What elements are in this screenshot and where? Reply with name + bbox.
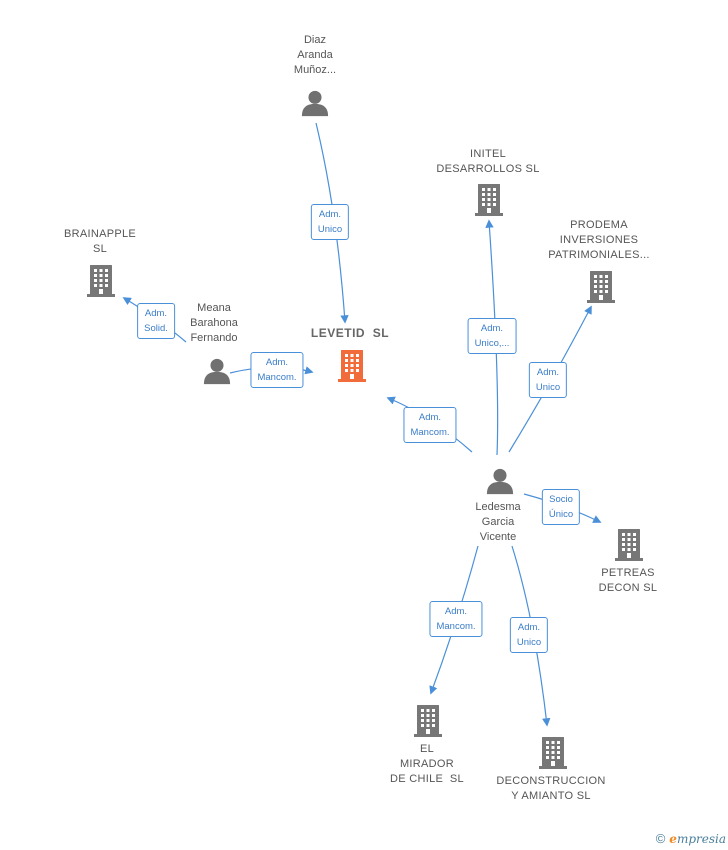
brainapple-name-line-1: BRAINAPPLE — [63, 228, 137, 240]
prodema-name-line-3: PATRIMONIALES... — [548, 249, 650, 261]
node-label-initel[interactable]: INITEL DESARROLLOS SL — [436, 147, 539, 177]
relation-line-2: Mancom. — [410, 427, 450, 438]
diaz-name-line-2: Aranda — [297, 49, 333, 61]
mirador-name-line-2: MIRADOR — [399, 758, 455, 770]
relation-line-1: Adm. — [444, 606, 468, 617]
relation-line-2: Solid. — [144, 323, 168, 334]
mirador-name-line-3: DE CHILE SL — [390, 773, 464, 785]
node-label-levetid[interactable]: LEVETID SL — [311, 326, 389, 341]
relation-line-2: Unico — [317, 224, 343, 235]
relation-line-1: Adm. — [265, 357, 289, 368]
brand-logo: empresia — [669, 832, 726, 846]
relation-line-1: Adm. — [318, 209, 342, 220]
meana-name-line-1: Meana — [197, 302, 231, 314]
relation-line-1: Adm. — [144, 308, 168, 319]
brainapple-name-line-2: SL — [92, 243, 108, 255]
node-label-mirador[interactable]: EL MIRADOR DE CHILE SL — [390, 742, 464, 787]
relation-line-2: Unico — [516, 637, 542, 648]
node-label-prodema[interactable]: PRODEMA INVERSIONES PATRIMONIALES... — [548, 218, 650, 263]
deconstruccion-name-line-2: Y AMIANTO SL — [511, 790, 591, 802]
levetid-name-line-1: LEVETID SL — [310, 326, 390, 340]
ledesma-person-icon[interactable] — [486, 468, 514, 495]
relation-line-1: Adm. — [480, 323, 504, 334]
relation-line-2: Mancom. — [257, 372, 297, 383]
relation-line-2: Mancom. — [436, 621, 476, 632]
levetid-building-icon[interactable] — [338, 350, 366, 382]
relation-line-2: Unico — [535, 382, 561, 393]
edge-ledesma-initel — [485, 219, 499, 456]
relation-ledesma-mirador[interactable]: Adm. Mancom. — [429, 601, 483, 637]
meana-name-line-2: Barahona — [190, 317, 238, 329]
relation-meana-levetid[interactable]: Adm. Mancom. — [250, 352, 304, 388]
relation-ledesma-initel[interactable]: Adm. Unico,... — [467, 318, 517, 354]
meana-person-icon[interactable] — [203, 358, 231, 385]
relation-line-2: Único — [548, 509, 574, 520]
prodema-name-line-2: INVERSIONES — [559, 234, 639, 246]
footer-brand[interactable]: © empresia — [656, 831, 726, 846]
mirador-building-icon[interactable] — [414, 705, 442, 737]
initel-name-line-1: INITEL — [469, 148, 507, 160]
petreas-name-line-2: DECON SL — [598, 582, 658, 594]
relation-ledesma-petreas[interactable]: Socio Único — [541, 489, 581, 525]
relation-ledesma-prodema[interactable]: Adm. Unico — [528, 362, 568, 398]
initel-name-line-2: DESARROLLOS SL — [436, 163, 540, 175]
initel-building-icon[interactable] — [475, 184, 503, 216]
diaz-name-line-3: Muñoz... — [293, 64, 337, 76]
petreas-building-icon[interactable] — [615, 529, 643, 561]
meana-name-line-3: Fernando — [190, 332, 238, 344]
relation-ledesma-deconstruccion[interactable]: Adm. Unico — [509, 617, 549, 653]
node-label-deconstruccion[interactable]: DECONSTRUCCION Y AMIANTO SL — [496, 774, 605, 804]
relation-ledesma-levetid[interactable]: Adm. Mancom. — [403, 407, 457, 443]
relation-line-1: Adm. — [517, 622, 541, 633]
brainapple-building-icon[interactable] — [87, 265, 115, 297]
node-label-brainapple[interactable]: BRAINAPPLE SL — [64, 227, 136, 257]
ledesma-name-line-1: Ledesma — [475, 501, 521, 513]
ledesma-name-line-2: Garcia — [481, 516, 515, 528]
node-label-petreas[interactable]: PETREAS DECON SL — [599, 566, 658, 596]
petreas-name-line-1: PETREAS — [601, 567, 655, 579]
deconstruccion-name-line-1: DECONSTRUCCION — [496, 775, 606, 787]
brand-initial: e — [669, 831, 677, 846]
diaz-person-icon[interactable] — [301, 90, 329, 117]
relation-line-2: Unico,... — [474, 338, 510, 349]
ledesma-name-line-3: Vicente — [479, 531, 517, 543]
copyright-icon: © — [655, 831, 666, 846]
relation-line-1: Adm. — [418, 412, 442, 423]
deconstruccion-building-icon[interactable] — [539, 737, 567, 769]
relation-diaz-levetid[interactable]: Adm. Unico — [310, 204, 350, 240]
node-label-diaz[interactable]: Diaz Aranda Muñoz... — [294, 33, 336, 78]
brand-name: mpresia — [676, 831, 726, 846]
relation-line-1: Socio — [549, 494, 573, 505]
node-label-meana[interactable]: Meana Barahona Fernando — [190, 301, 238, 346]
diaz-name-line-1: Diaz — [303, 34, 326, 46]
node-label-ledesma[interactable]: Ledesma Garcia Vicente — [475, 500, 520, 545]
relation-meana-brainapple[interactable]: Adm. Solid. — [137, 303, 175, 339]
mirador-name-line-1: EL — [419, 743, 435, 755]
relation-line-1: Adm. — [536, 367, 560, 378]
prodema-building-icon[interactable] — [587, 271, 615, 303]
prodema-name-line-1: PRODEMA — [570, 219, 628, 231]
